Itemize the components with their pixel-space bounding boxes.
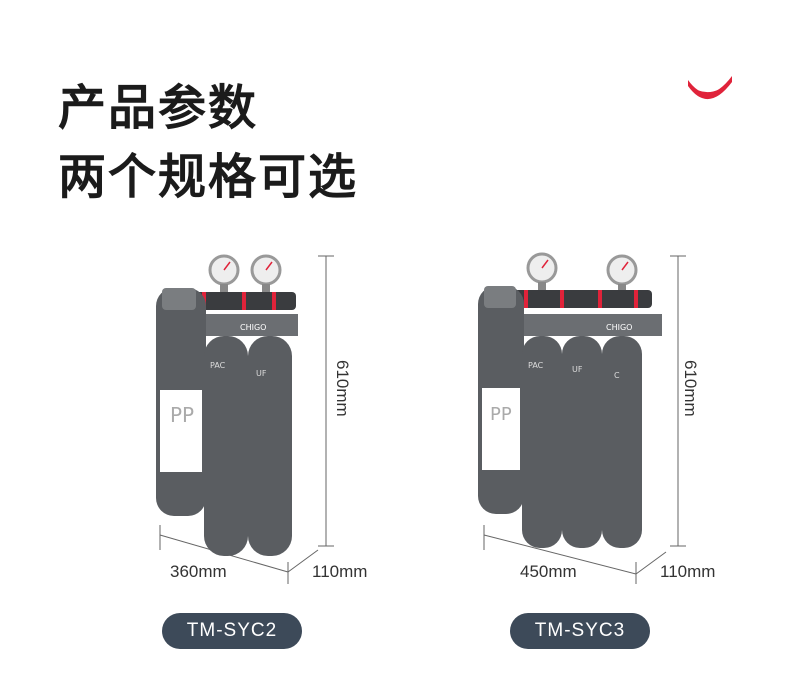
svg-text:UF: UF <box>572 365 583 374</box>
svg-text:PP: PP <box>170 403 194 427</box>
svg-text:CHIGO: CHIGO <box>240 323 266 332</box>
heading-line2: 两个规格可选 <box>58 149 359 205</box>
height-label-tm-syc2: 610mm <box>333 360 352 417</box>
width-label-tm-syc2: 360mm <box>170 562 227 581</box>
width-label-tm-syc3: 450mm <box>520 562 577 581</box>
svg-text:PAC: PAC <box>528 361 544 370</box>
product-image-tm-syc3: CHIGO PP PAC UF C <box>478 252 686 584</box>
svg-text:PAC: PAC <box>210 361 226 370</box>
depth-label-tm-syc3: 110mm <box>660 562 716 581</box>
svg-text:C: C <box>614 371 620 380</box>
svg-text:PP: PP <box>490 404 512 425</box>
svg-text:UF: UF <box>256 369 267 378</box>
depth-label-tm-syc2: 110mm <box>312 562 368 581</box>
product-image-tm-syc2: CHIGO PP PAC UF <box>156 254 334 584</box>
height-label-tm-syc3: 610mm <box>681 360 700 417</box>
brand-logo-icon <box>688 76 732 100</box>
heading-line1: 产品参数 <box>58 80 259 136</box>
model-badge-tm-syc2: TM-SYC2 <box>162 613 302 649</box>
svg-text:CHIGO: CHIGO <box>606 323 632 332</box>
model-badge-tm-syc3: TM-SYC3 <box>510 613 650 649</box>
